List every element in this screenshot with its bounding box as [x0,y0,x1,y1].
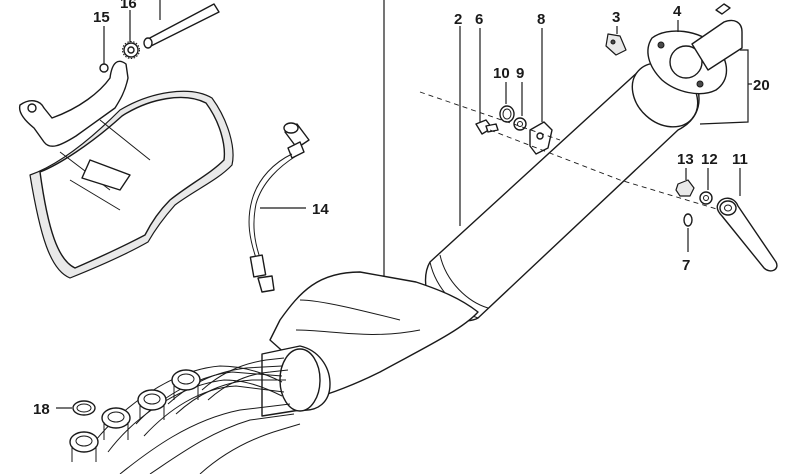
header-port-3 [137,389,167,420]
catalytic-converter[interactable] [261,271,479,417]
callout-9[interactable]: 9 [516,65,524,82]
callout-4[interactable]: 4 [673,3,682,20]
part-16-lock-washer[interactable] [122,41,140,59]
callout-18[interactable]: 18 [33,401,50,418]
part-11-hanger-strap[interactable] [716,197,778,272]
callout-2[interactable]: 2 [454,11,462,28]
part-18-gasket[interactable] [72,400,96,416]
callout-15[interactable]: 15 [93,9,110,26]
rod [143,3,220,49]
exhaust-manifold[interactable] [69,357,301,474]
header-port-2 [101,407,131,440]
callout-11[interactable]: 11 [732,151,748,168]
header-port-4 [171,369,201,400]
part-14-oxygen-sensor[interactable] [248,122,310,293]
header-port-1 [69,431,99,462]
centerline-2 [383,0,461,276]
part-7-o-ring[interactable] [683,213,693,227]
part-8-bracket[interactable] [529,121,553,155]
part-13-nut[interactable] [675,179,695,197]
callout-7[interactable]: 7 [682,257,690,274]
callout-3[interactable]: 3 [612,9,620,26]
leader-lines [56,0,752,409]
callout-10[interactable]: 10 [493,65,510,82]
callout-16[interactable]: 16 [120,0,137,12]
callout-12[interactable]: 12 [701,151,718,168]
part-6-bolt[interactable] [475,119,499,135]
part-20-muffler[interactable] [424,50,711,322]
callout-20[interactable]: 20 [753,77,770,94]
callout-8[interactable]: 8 [537,11,545,28]
callout-13[interactable]: 13 [677,151,694,168]
part-12-washer[interactable] [699,191,713,205]
part-3-clamp[interactable] [605,33,627,56]
callout-6[interactable]: 6 [475,11,483,28]
part-4-tail-flange[interactable] [647,3,743,95]
part-10-sleeve[interactable] [499,105,515,123]
part-15-heat-shield[interactable] [18,60,234,279]
callout-14[interactable]: 14 [312,201,329,218]
